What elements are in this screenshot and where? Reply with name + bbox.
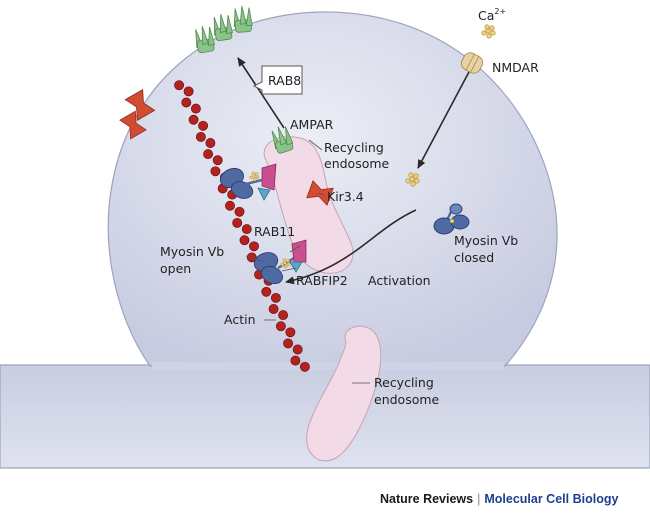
myosin-vb-open-upper-icon [220, 163, 277, 201]
actin-monomer [232, 217, 243, 228]
activation-arrow [285, 209, 417, 285]
rab11-label: RAB11 [254, 224, 295, 239]
ampar-label: AMPAR [290, 117, 334, 132]
myosin-open-label-2: open [160, 261, 191, 276]
actin-monomer [190, 103, 201, 114]
credit-separator: | [477, 492, 481, 506]
actin-monomer [299, 361, 310, 372]
myosin-vb-closed-icon [433, 203, 470, 235]
actin-monomer [261, 286, 272, 297]
recycling-endosome-bottom-label-1: Recycling [374, 375, 434, 390]
actin-monomer [198, 120, 209, 131]
actin-monomer [270, 292, 281, 303]
spine-neck-blend [152, 362, 504, 370]
actin-monomer [249, 241, 259, 252]
actin-monomer [174, 80, 185, 91]
leader-lines [245, 139, 370, 384]
rab8-callout [252, 65, 303, 95]
actin-monomer [283, 338, 294, 349]
myosin-open-label-1: Myosin Vb [160, 244, 224, 259]
myosin-vb-open-lower-icon [253, 239, 307, 285]
nmdar-icon [460, 52, 484, 74]
exocytosis-arrow [237, 57, 285, 129]
actin-monomer [210, 166, 221, 177]
actin-monomer [285, 327, 296, 338]
actin-monomer [278, 310, 289, 321]
activation-label: Activation [368, 273, 431, 288]
actin-monomer [195, 131, 206, 142]
actin-monomer [225, 200, 235, 211]
calcium-ions-icon [481, 24, 496, 39]
actin-monomer [268, 304, 279, 314]
publisher-name: Nature Reviews [380, 492, 474, 506]
actin-monomer [275, 321, 286, 332]
actin-monomer [234, 206, 245, 217]
recycling-endosome-top-label-2: endosome [324, 156, 390, 171]
kir-label: Kir3.4 [327, 189, 364, 204]
actin-monomer [290, 355, 301, 366]
actin-label: Actin [224, 312, 256, 327]
actin-monomer [188, 114, 199, 125]
actin-monomer [292, 344, 303, 355]
rabfip2-label: RABFIP2 [296, 273, 348, 288]
recycling-endosome-top-label-1: Recycling [324, 140, 384, 155]
actin-monomer [246, 252, 257, 263]
myosin-closed-label-1: Myosin Vb [454, 233, 518, 248]
actin-monomer [205, 138, 216, 148]
journal-name: Molecular Cell Biology [484, 492, 619, 506]
actin-monomer [212, 155, 223, 166]
actin-monomer [239, 235, 250, 246]
actin-monomer [183, 86, 194, 97]
rab8-label: RAB8 [268, 73, 301, 88]
calcium-label: Ca2+ [478, 7, 506, 23]
myosin-closed-label-2: closed [454, 250, 494, 265]
recycling-endosome-bottom [306, 325, 382, 462]
actin-monomer [241, 224, 252, 235]
calcium-influx-arrow [417, 69, 471, 169]
nmdar-label: NMDAR [492, 60, 539, 75]
recycling-endosome-bottom-label-2: endosome [374, 392, 440, 407]
journal-credit: Nature Reviews|Molecular Cell Biology [380, 492, 618, 506]
actin-monomer [203, 149, 214, 160]
actin-monomer [181, 97, 192, 108]
recycling-endosome-top [263, 136, 354, 274]
